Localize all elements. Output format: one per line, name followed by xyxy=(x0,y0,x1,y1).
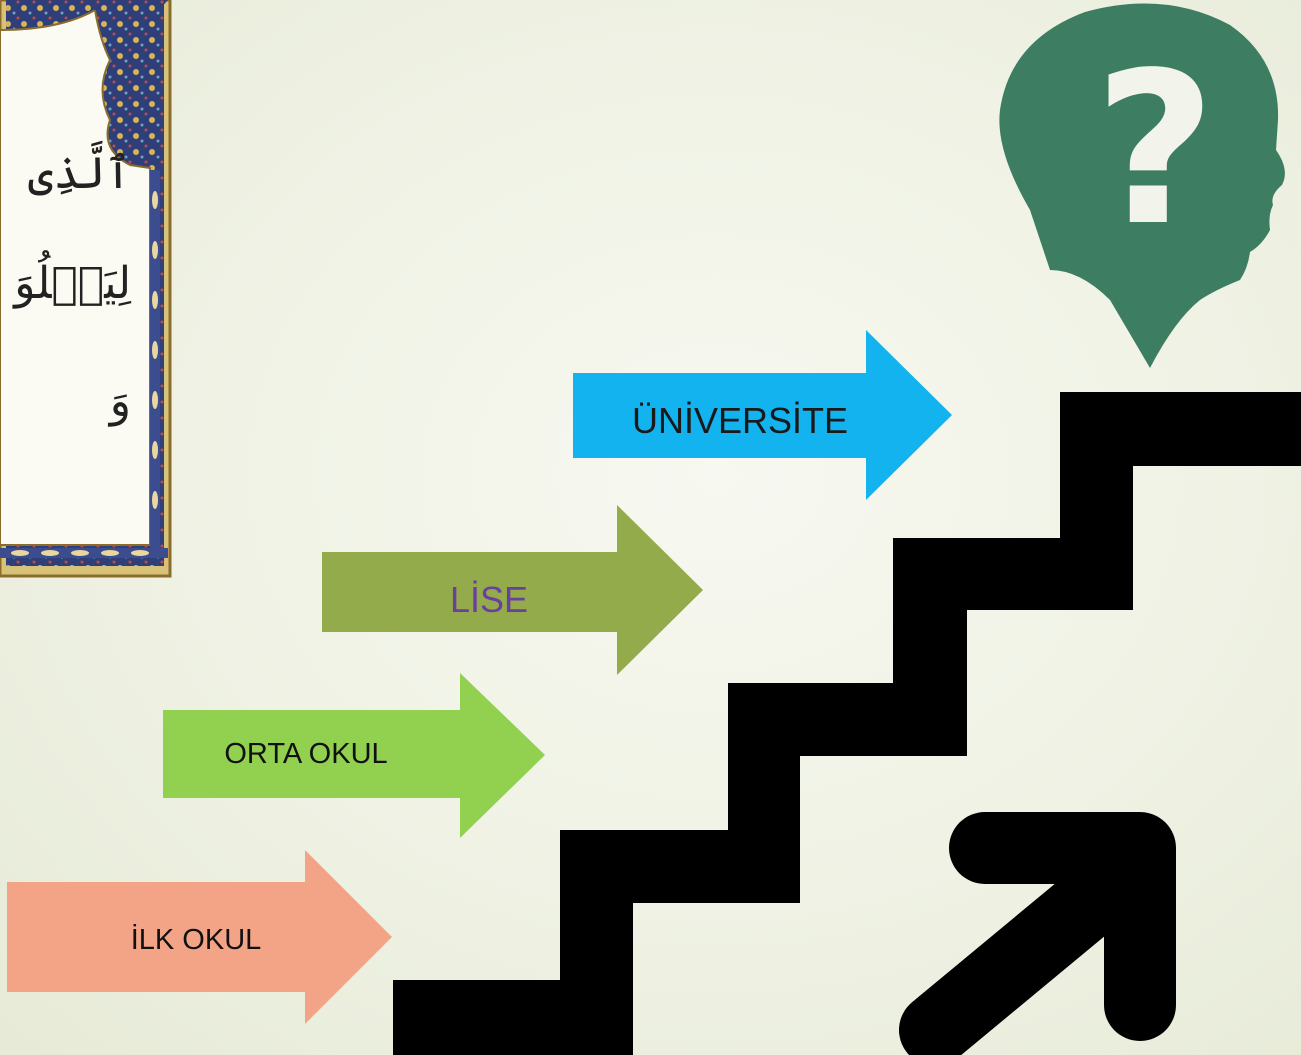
label-orta-okul: ORTA OKUL xyxy=(224,737,388,770)
quran-manuscript-panel xyxy=(0,0,172,578)
manuscript-line-3: وَ xyxy=(109,376,131,427)
head-question-icon xyxy=(999,3,1285,369)
manuscript-line-2: لِيَبۡلُوَ xyxy=(14,258,131,309)
label-lise: LİSE xyxy=(449,579,529,620)
question-mark: ? xyxy=(1094,27,1216,272)
label-ilk-okul: İLK OKUL xyxy=(130,923,262,956)
manuscript-line-1: ٱلَّذِی xyxy=(27,148,131,199)
staircase-icon xyxy=(393,392,1301,1055)
arrow-orta-okul xyxy=(163,673,545,838)
arrow-up-right-icon xyxy=(899,812,1176,1055)
arrow-ilk-okul xyxy=(7,850,392,1024)
label-universite: ÜNİVERSİTE xyxy=(631,400,849,441)
arrow-lise xyxy=(322,505,703,675)
arrow-universite xyxy=(573,330,952,500)
